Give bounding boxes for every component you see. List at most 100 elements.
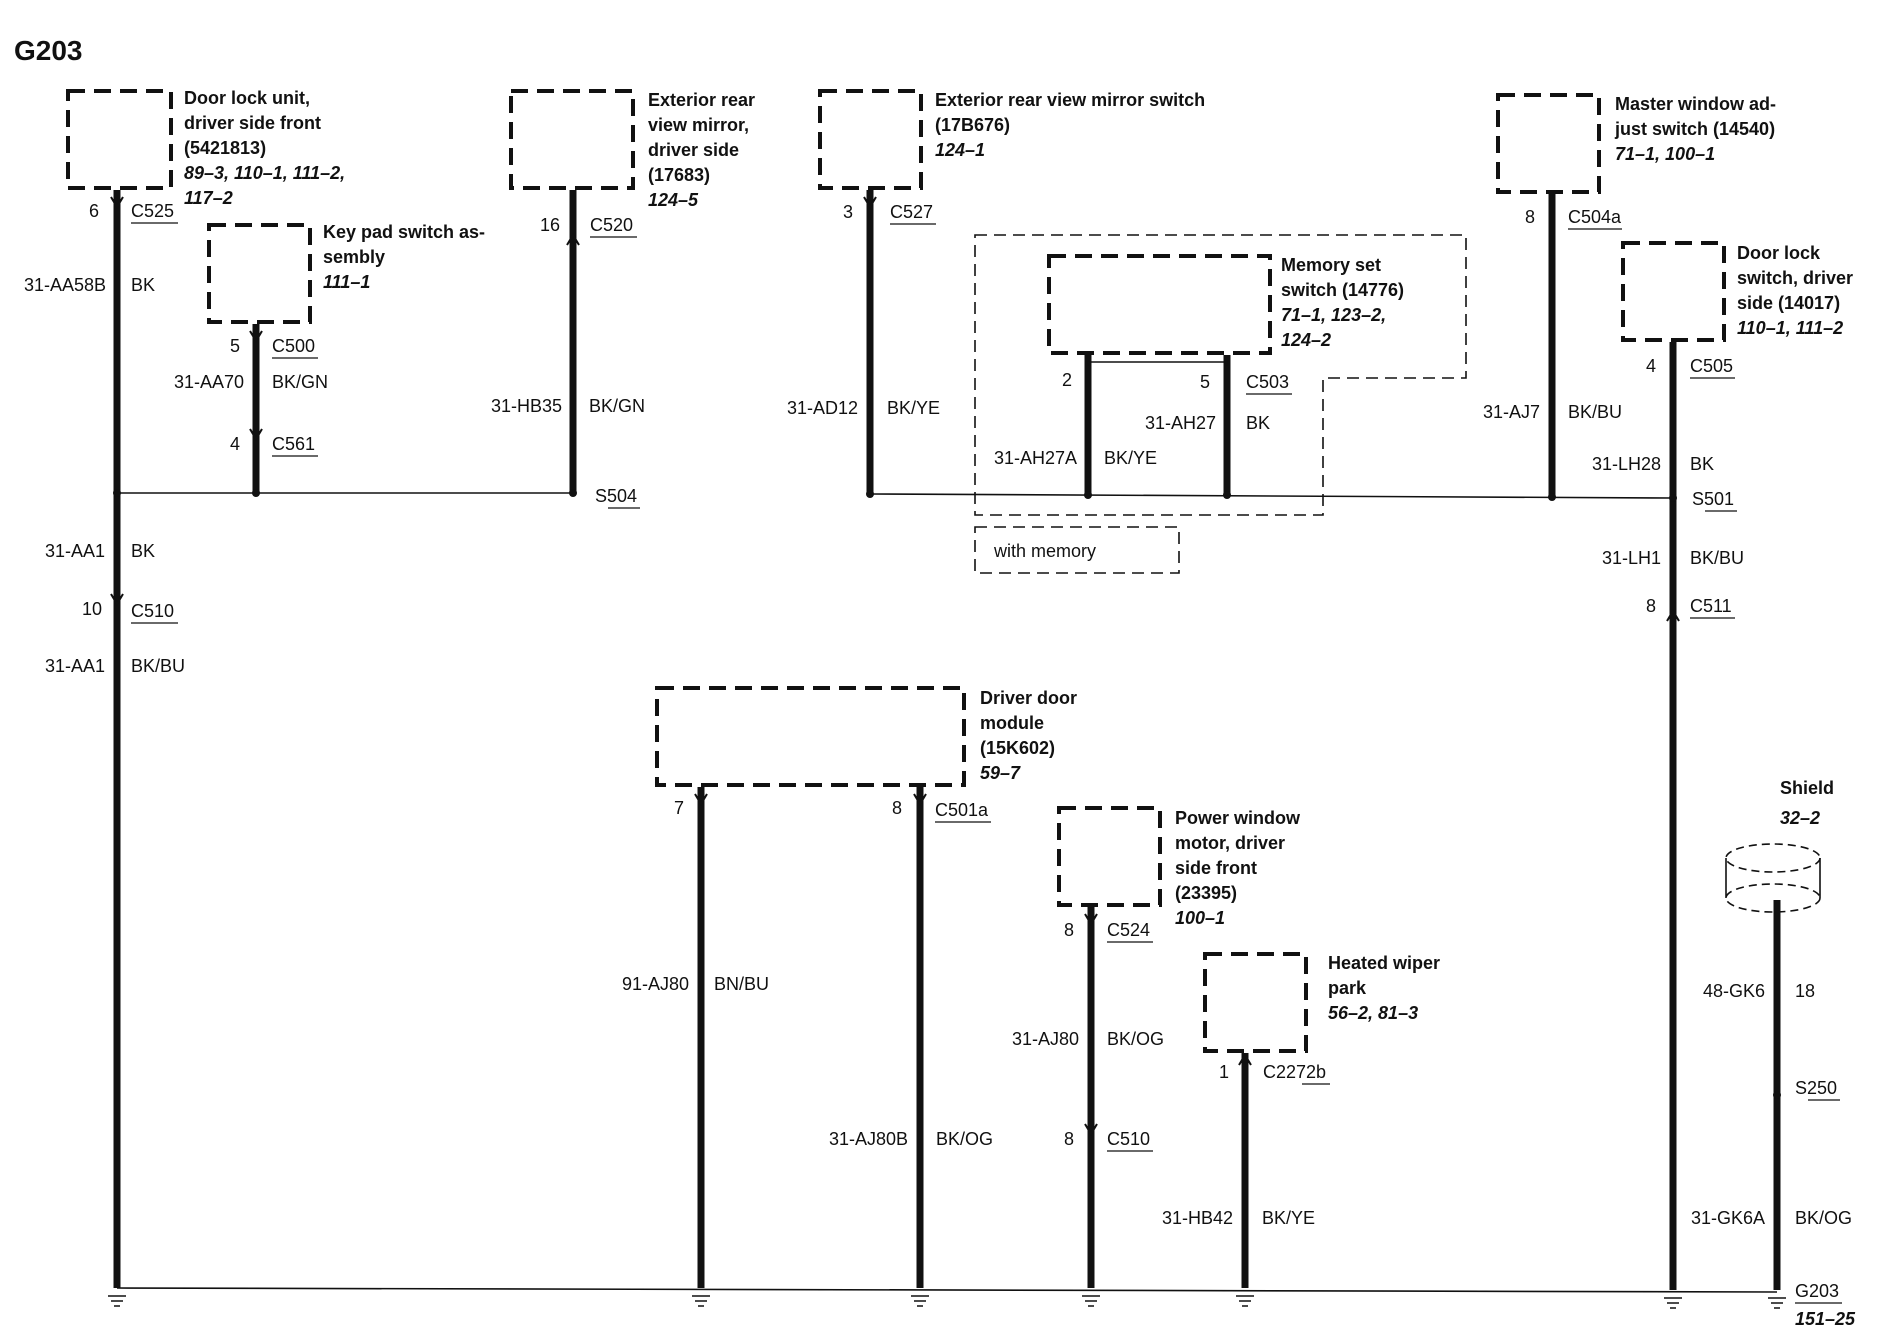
svg-text:BK: BK <box>1246 413 1270 433</box>
heated-wiper-park-label: Heated wiper park 56–2, 81–3 <box>1328 953 1440 1023</box>
svg-text:124–1: 124–1 <box>935 140 985 160</box>
svg-text:Door lock: Door lock <box>1737 243 1821 263</box>
svg-text:31-AJ7: 31-AJ7 <box>1483 402 1540 422</box>
door-lock-unit-box <box>66 89 173 190</box>
ext-mirror-switch-label: Exterior rear view mirror switch (17B676… <box>935 90 1205 160</box>
svg-text:Key pad switch as-: Key pad switch as- <box>323 222 485 242</box>
pin-number: 8 <box>892 798 902 818</box>
pin-number: 2 <box>1062 370 1072 390</box>
svg-text:G203: G203 <box>1795 1281 1839 1301</box>
memory-option-outline <box>974 234 1467 516</box>
svg-text:BK/GN: BK/GN <box>272 372 328 392</box>
svg-text:driver side: driver side <box>648 140 739 160</box>
svg-text:31-AA1: 31-AA1 <box>45 656 105 676</box>
svg-text:(17683): (17683) <box>648 165 710 185</box>
memory-switch-pin-link <box>1087 361 1228 366</box>
svg-text:Power window: Power window <box>1175 808 1301 828</box>
wire-id-labels: 31-AA58B 31-AA70 31-HB35 31-AD12 31-AH27… <box>24 275 1765 1228</box>
svg-text:31-AH27: 31-AH27 <box>1145 413 1216 433</box>
svg-text:Shield: Shield <box>1780 778 1834 798</box>
svg-text:C524: C524 <box>1107 920 1150 940</box>
svg-text:C525: C525 <box>131 201 174 221</box>
pin-number: 3 <box>843 202 853 222</box>
svg-text:Exterior rear view mirror swit: Exterior rear view mirror switch <box>935 90 1205 110</box>
svg-text:31-AJ80B: 31-AJ80B <box>829 1129 908 1149</box>
ground-symbols <box>108 1295 1786 1309</box>
svg-text:BK/BU: BK/BU <box>1568 402 1622 422</box>
svg-text:side front: side front <box>1175 858 1257 878</box>
door-lock-switch-box <box>1621 241 1726 342</box>
svg-text:100–1: 100–1 <box>1175 908 1225 928</box>
svg-text:C510: C510 <box>1107 1129 1150 1149</box>
svg-text:module: module <box>980 713 1044 733</box>
svg-text:BK: BK <box>131 275 155 295</box>
door-lock-switch-label: Door lock switch, driver side (14017) 11… <box>1737 243 1853 338</box>
svg-text:Door lock unit,: Door lock unit, <box>184 88 310 108</box>
splice-node <box>1223 491 1231 499</box>
svg-text:motor, driver: motor, driver <box>1175 833 1285 853</box>
ground-g203-label: G203 151–25 <box>1795 1281 1856 1328</box>
ext-mirror-label: Exterior rear view mirror, driver side (… <box>648 90 755 210</box>
pin-number: 10 <box>82 599 102 619</box>
connector-arrow-marks <box>110 196 1680 1136</box>
svg-text:Heated wiper: Heated wiper <box>1328 953 1440 973</box>
svg-text:91-AJ80: 91-AJ80 <box>622 974 689 994</box>
master-window-switch-label: Master window ad- just switch (14540) 71… <box>1614 94 1776 164</box>
svg-text:Master window ad-: Master window ad- <box>1615 94 1776 114</box>
svg-text:BK/BU: BK/BU <box>1690 548 1744 568</box>
svg-text:BK/YE: BK/YE <box>887 398 940 418</box>
with-memory-box <box>974 526 1180 574</box>
svg-text:111–1: 111–1 <box>323 272 370 292</box>
pin-number: 8 <box>1646 596 1656 616</box>
memory-set-switch-box <box>1047 254 1272 355</box>
splice-node <box>569 489 577 497</box>
memory-set-switch-label: Memory set switch (14776) 71–1, 123–2, 1… <box>1281 255 1404 350</box>
svg-text:71–1, 123–2,: 71–1, 123–2, <box>1281 305 1386 325</box>
key-pad-switch-box <box>207 223 312 324</box>
svg-text:C504a: C504a <box>1568 207 1622 227</box>
svg-text:59–7: 59–7 <box>980 763 1021 783</box>
svg-text:park: park <box>1328 978 1367 998</box>
heated-wiper-park-box <box>1203 952 1308 1053</box>
svg-text:Exterior rear: Exterior rear <box>648 90 755 110</box>
svg-text:driver side front: driver side front <box>184 113 321 133</box>
svg-text:117–2: 117–2 <box>184 188 233 208</box>
svg-text:31-AA70: 31-AA70 <box>174 372 244 392</box>
svg-text:C511: C511 <box>1690 596 1732 616</box>
svg-text:31-HB42: 31-HB42 <box>1162 1208 1233 1228</box>
svg-text:(17B676): (17B676) <box>935 115 1010 135</box>
svg-text:BK/YE: BK/YE <box>1262 1208 1315 1228</box>
svg-text:S250: S250 <box>1795 1078 1837 1098</box>
svg-text:C503: C503 <box>1246 372 1289 392</box>
splice-bus-s501 <box>869 493 1674 499</box>
svg-text:C561: C561 <box>272 434 315 454</box>
pin-number: 8 <box>1064 920 1074 940</box>
svg-text:just switch (14540): just switch (14540) <box>1614 119 1775 139</box>
ext-mirror-switch-box <box>818 89 923 190</box>
svg-text:(5421813): (5421813) <box>184 138 266 158</box>
pin-number: 5 <box>230 336 240 356</box>
svg-text:Memory set: Memory set <box>1281 255 1381 275</box>
shield-icon <box>1725 843 1821 913</box>
svg-text:31-AH27A: 31-AH27A <box>994 448 1077 468</box>
pin-number: 16 <box>540 215 560 235</box>
connector-labels: C525 C500 C561 C520 C527 C503 C504a C505… <box>131 201 1735 1152</box>
svg-text:switch (14776): switch (14776) <box>1281 280 1404 300</box>
svg-text:BN/BU: BN/BU <box>714 974 769 994</box>
ground-bus-g203 <box>116 1287 1778 1293</box>
svg-text:C520: C520 <box>590 215 633 235</box>
svg-text:Driver door: Driver door <box>980 688 1077 708</box>
svg-text:71–1, 100–1: 71–1, 100–1 <box>1615 144 1715 164</box>
svg-text:48-GK6: 48-GK6 <box>1703 981 1765 1001</box>
svg-text:(23395): (23395) <box>1175 883 1237 903</box>
svg-text:31-AD12: 31-AD12 <box>787 398 858 418</box>
svg-text:151–25: 151–25 <box>1795 1309 1856 1328</box>
svg-text:BK/OG: BK/OG <box>936 1129 993 1149</box>
svg-text:C527: C527 <box>890 202 933 222</box>
svg-text:switch, driver: switch, driver <box>1737 268 1853 288</box>
svg-text:C2272b: C2272b <box>1263 1062 1326 1082</box>
splice-labels: S504 S501 S250 <box>595 486 1840 1101</box>
svg-text:89–3, 110–1, 111–2,: 89–3, 110–1, 111–2, <box>184 163 345 183</box>
splice-node <box>1773 1091 1781 1099</box>
shield-label: Shield 32–2 <box>1780 778 1834 828</box>
